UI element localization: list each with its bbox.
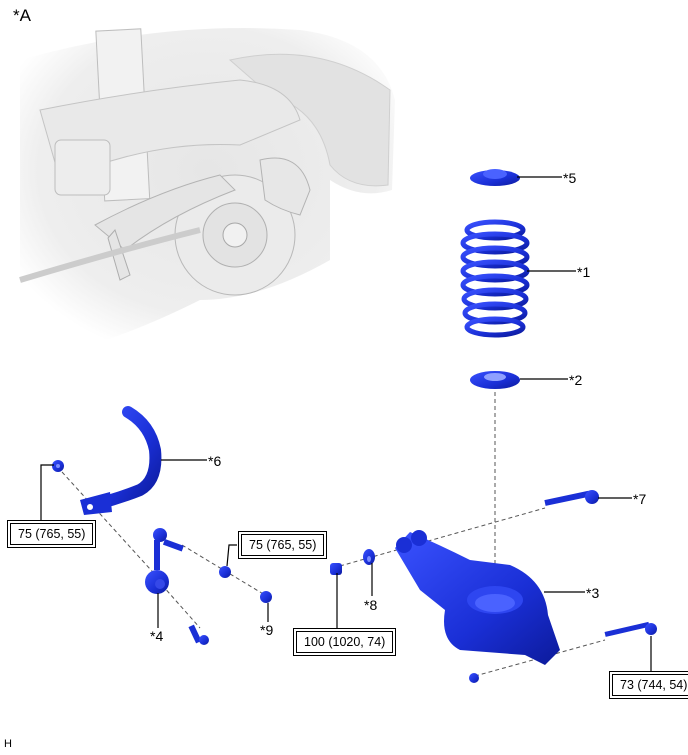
torque-value: 73 (744, 54) [612,674,688,696]
lower-arm [395,530,560,665]
callout-9: *9 [260,622,274,638]
callout-5: *5 [563,170,577,186]
torque-value: 75 (765, 55) [10,523,94,545]
stabilizer-link [145,528,184,594]
arm-nut [330,563,342,575]
stabilizer-bar [80,406,162,515]
torque-spec-link-nut: 75 (765, 55) [238,531,328,559]
upper-spring-insulator [470,169,520,186]
arm-bolt-nut-lower [469,673,479,683]
coil-spring [460,219,530,338]
arm-bolt-upper [544,490,599,506]
lower-spring-insulator [470,371,520,389]
torque-spec-arm-bolt: 73 (744, 54) [609,671,688,699]
link-bolt [188,624,209,645]
link-nut [219,566,231,578]
torque-spec-arm-nut: 100 (1020, 74) [293,628,397,656]
illustration-code: H [4,738,12,750]
view-label: *A [13,6,31,25]
callout-4: *4 [150,628,164,644]
torque-spec-stabilizer-nut: 75 (765, 55) [7,520,97,548]
torque-value: 75 (765, 55) [241,534,325,556]
callout-3: *3 [586,585,600,601]
arm-bolt-lower [604,621,657,637]
callout-8: *8 [364,597,378,613]
link-cap [260,591,272,603]
callout-2: *2 [569,372,583,388]
callout-6: *6 [208,453,222,469]
leader-lines [40,176,652,672]
torque-value: 100 (1020, 74) [296,631,394,653]
callout-7: *7 [633,491,647,507]
arm-washer [363,549,375,565]
vehicle-suspension-illustration [19,28,395,345]
callout-1: *1 [577,264,591,280]
stabilizer-nut [52,460,64,472]
